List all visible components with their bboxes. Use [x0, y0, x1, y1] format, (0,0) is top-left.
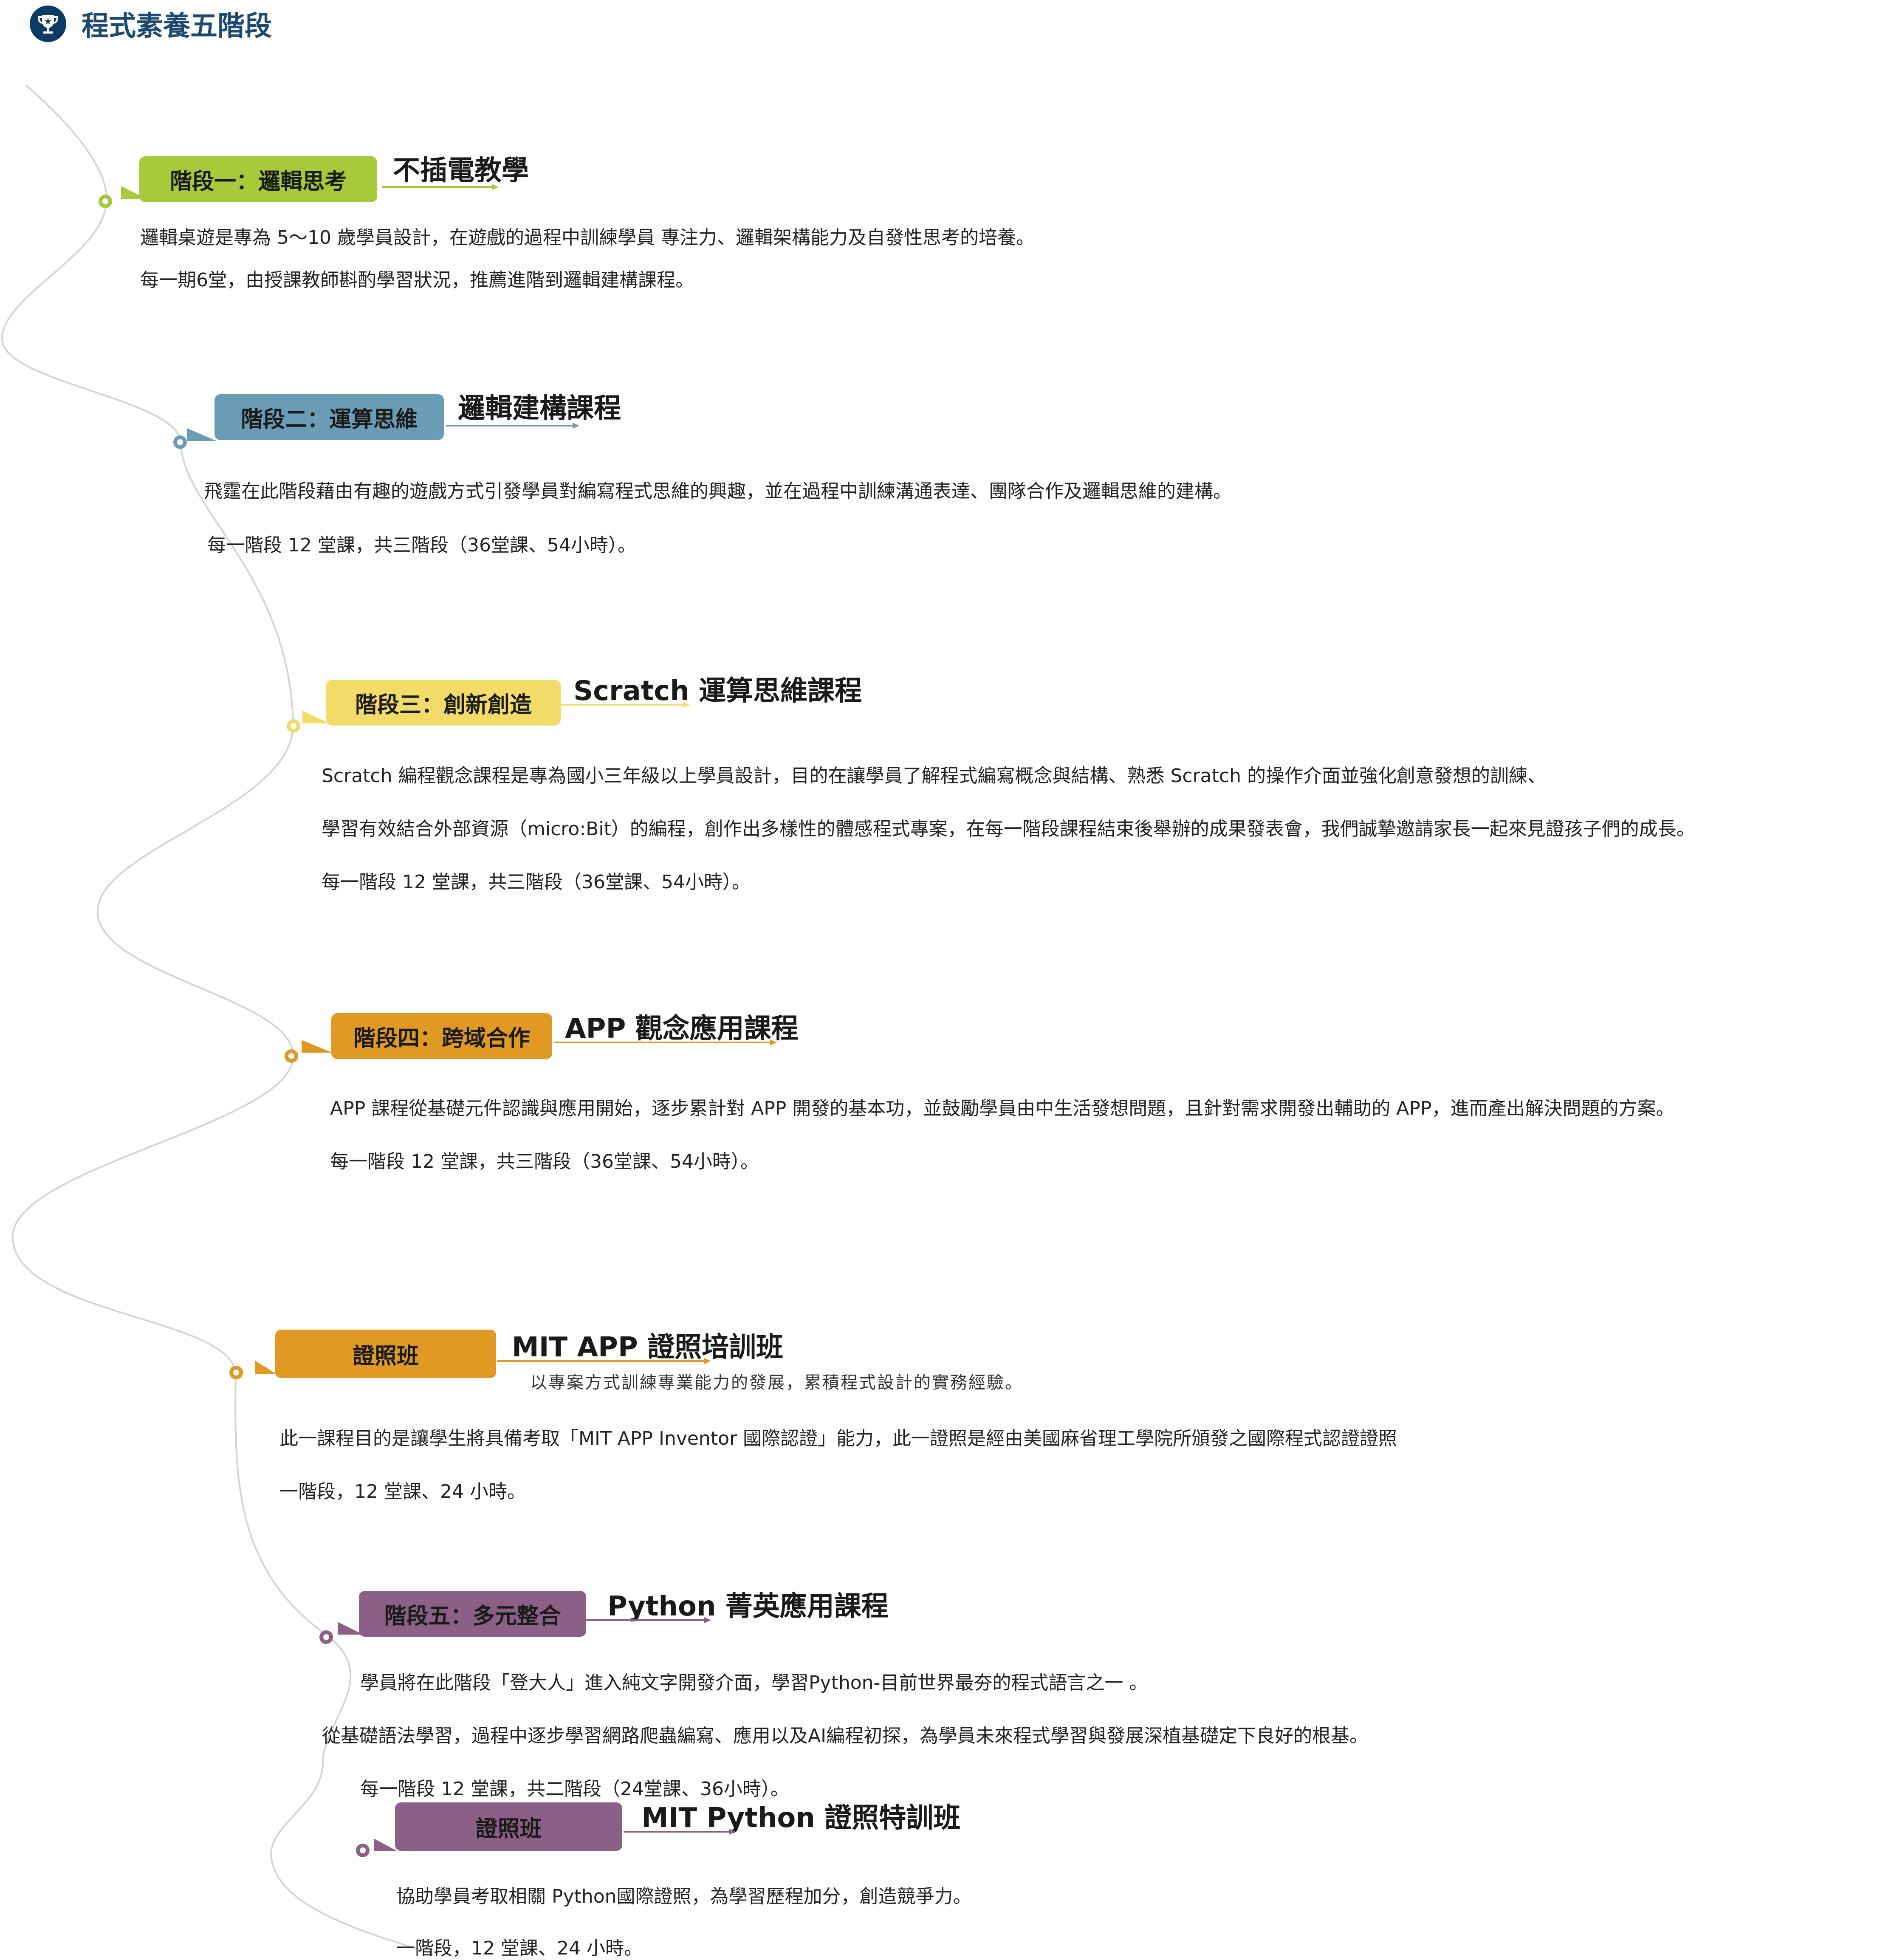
stage4-heading: APP 觀念應用課程 — [565, 1013, 799, 1045]
stage1-marker — [99, 195, 112, 208]
page-title: 程式素養五階段 — [30, 4, 272, 43]
stage1-tag: 階段一：邏輯思考 — [139, 156, 377, 202]
python-cert-heading: MIT Python 證照特訓班 — [641, 1802, 961, 1834]
stage5-heading-underline — [586, 1617, 711, 1623]
stage3-tag: 階段三：創新創造 — [326, 680, 561, 726]
app-cert-desc-line1: 此一課程目的是讓學生將具備考取「MIT APP Inventor 國際認證」能力… — [279, 1428, 1397, 1449]
python-cert-desc-line1: 協助學員考取相關 Python國際證照，為學習歷程加分，創造競爭力。 — [396, 1886, 972, 1907]
stage1-desc-line1: 邏輯桌遊是專為 5～10 歲學員設計，在遊戲的過程中訓練學員 專注力、邏輯架構能… — [140, 227, 1035, 249]
app-cert-subtitle: 以專案方式訓練專業能力的發展，累積程式設計的實務經驗。 — [530, 1373, 1023, 1392]
trophy-icon — [30, 6, 66, 42]
stage4-desc-line1: APP 課程從基礎元件認識與應用開始，逐步累計對 APP 開發的基本功，並鼓勵學… — [330, 1098, 1675, 1119]
python-cert-marker — [356, 1844, 370, 1857]
stage2-tag: 階段二：運算思維 — [215, 394, 444, 440]
app-cert-desc-line2: 一階段，12 堂課、24 小時。 — [279, 1481, 526, 1502]
app-cert-tag: 證照班 — [275, 1330, 496, 1378]
stage5-heading: Python 菁英應用課程 — [607, 1591, 889, 1622]
app-cert-heading-underline — [497, 1358, 711, 1364]
python-cert-tag-tail — [374, 1827, 398, 1851]
stage2-desc-line1: 飛霆在此階段藉由有趣的遊戲方式引發學員對編寫程式思維的興趣，並在過程中訓練溝通表… — [204, 480, 1232, 502]
stage5-tag-label: 階段五：多元整合 — [384, 1603, 561, 1629]
stage1-desc-line2: 每一期6堂，由授課教師斟酌學習狀況，推薦進階到邏輯建構課程。 — [140, 269, 694, 291]
stage4-tag-tail — [302, 1028, 332, 1053]
app-cert-heading: MIT APP 證照培訓班 — [512, 1332, 784, 1363]
stage5-desc-line3: 每一階段 12 堂課，共二階段（24堂課、36小時）。 — [360, 1778, 789, 1800]
stage4-marker — [285, 1049, 298, 1063]
stage4-tag: 階段四：跨域合作 — [331, 1013, 552, 1059]
app-cert-tag-tail — [255, 1349, 277, 1374]
stage3-heading: Scratch 運算思維課程 — [573, 675, 862, 707]
stage3-marker — [287, 719, 300, 733]
stage3-desc-line2: 學習有效結合外部資源（micro:Bit）的編程，創作出多樣性的體感程式專案，在… — [322, 818, 1695, 840]
stage2-heading-underline — [446, 423, 579, 429]
stage4-desc-line2: 每一階段 12 堂課，共三階段（36堂課、54小時）。 — [330, 1151, 759, 1172]
stage3-desc-line3: 每一階段 12 堂課，共三階段（36堂課、54小時）。 — [322, 871, 751, 893]
stage5-desc-line2: 從基礎語法學習，過程中逐步學習網路爬蟲編寫、應用以及AI編程初探，為學員未來程式… — [322, 1725, 1369, 1747]
python-cert-heading-underline — [624, 1829, 736, 1835]
app-cert-marker — [229, 1366, 243, 1379]
stage3-tag-label: 階段三：創新創造 — [355, 692, 532, 718]
app-cert-tag-label: 證照班 — [352, 1343, 419, 1369]
stage2-marker — [173, 435, 187, 449]
stage3-tag-tail — [302, 699, 330, 723]
page-title-text: 程式素養五階段 — [82, 11, 272, 42]
stage4-tag-label: 階段四：跨域合作 — [353, 1025, 530, 1051]
stage2-tag-tail — [187, 416, 217, 441]
python-cert-tag: 證照班 — [395, 1802, 622, 1851]
stage5-desc-line1: 學員將在此階段「登大人」進入純文字開發介面，學習Python-目前世界最夯的程式… — [360, 1672, 1148, 1694]
stage1-heading-underline — [382, 184, 499, 190]
stage3-desc-line1: Scratch 編程觀念課程是專為國小三年級以上學員設計，目的在讓學員了解程式編… — [322, 765, 1546, 787]
stage3-heading-underline — [561, 702, 690, 708]
stage2-heading: 邏輯建構課程 — [458, 393, 621, 424]
python-cert-tag-label: 證照班 — [475, 1816, 542, 1842]
stage5-tag: 階段五：多元整合 — [359, 1591, 586, 1637]
stage2-tag-label: 階段二：運算思維 — [240, 407, 418, 432]
stage5-marker — [319, 1630, 333, 1644]
stage1-tag-label: 階段一：邏輯思考 — [169, 169, 347, 195]
stage1-heading: 不插電教學 — [393, 155, 529, 186]
stage4-heading-underline — [554, 1039, 777, 1045]
stage2-desc-line2: 每一階段 12 堂課，共三階段（36堂課、54小時）。 — [207, 534, 636, 556]
python-cert-desc-line2: 一階段，12 堂課、24 小時。 — [396, 1937, 643, 1959]
